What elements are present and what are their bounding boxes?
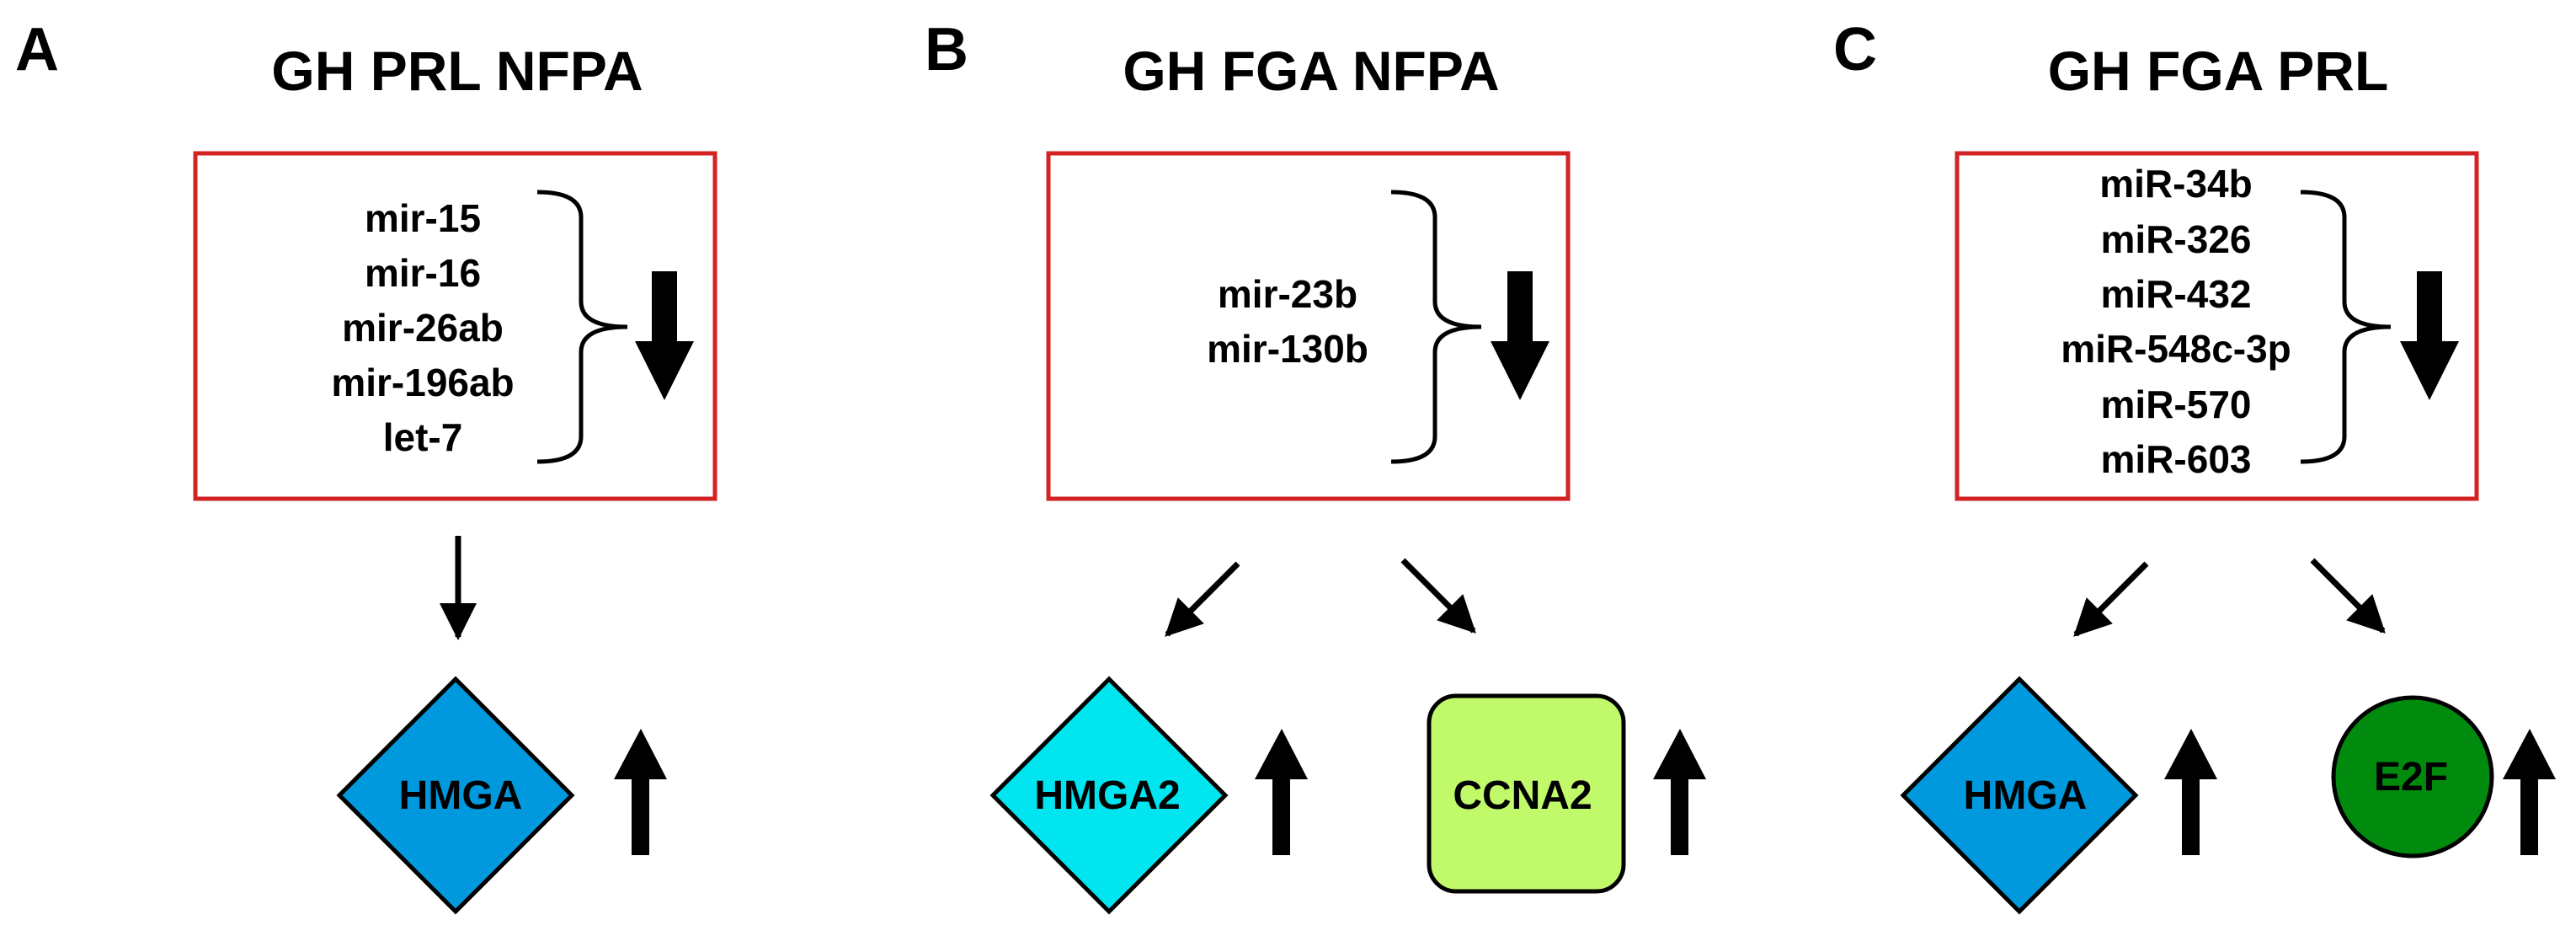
mirna-box — [1046, 151, 1571, 501]
target-node-rounded-rect — [1427, 693, 1626, 894]
panel-letter: C — [1833, 16, 1877, 83]
panel-title: GH PRL NFPA — [271, 40, 643, 102]
arrow-down-icon — [2400, 271, 2459, 400]
mirna-label: miR-570 — [2101, 382, 2252, 426]
mirna-label: miR-34b — [2099, 162, 2252, 206]
mirna-label: mir-23b — [1218, 272, 1357, 316]
connector-arrow — [2073, 561, 2149, 637]
brace-icon — [1390, 190, 1482, 464]
target-label: CCNA2 — [1453, 773, 1592, 818]
target-node-diamond — [336, 676, 575, 915]
connector-arrow — [1400, 558, 1476, 634]
arrow-down-icon — [1491, 271, 1549, 400]
target-label: HMGA — [1964, 773, 2088, 818]
arrow-down-icon — [635, 271, 694, 400]
mirna-label: miR-432 — [2101, 272, 2252, 316]
mirna-label: let-7 — [383, 415, 463, 459]
mirna-label: miR-326 — [2101, 217, 2252, 261]
target-label: HMGA — [399, 773, 523, 818]
panel-title: GH FGA PRL — [2048, 40, 2389, 102]
mirna-label: mir-196ab — [331, 361, 514, 404]
panel-letter: B — [925, 16, 968, 83]
mirna-list: miR-34b miR-326 miR-432 miR-548c-3p miR-… — [2061, 162, 2291, 481]
arrow-up-icon — [2503, 729, 2556, 855]
mirna-list: mir-15 mir-16 mir-26ab mir-196ab let-7 — [331, 196, 514, 459]
target-node-diamond — [989, 676, 1229, 915]
arrow-up-icon — [2164, 729, 2217, 855]
arrow-up-icon — [1255, 729, 1308, 855]
mirna-box — [1955, 151, 2479, 501]
panel-title: GH FGA NFPA — [1123, 40, 1499, 102]
mirna-label: miR-548c-3p — [2061, 327, 2291, 371]
mirna-label: mir-15 — [365, 196, 481, 240]
target-label: HMGA2 — [1034, 773, 1180, 818]
mirna-label: mir-26ab — [342, 306, 504, 350]
panel-a: A GH PRL NFPA mir-15 mir-16 mir-26ab mir… — [15, 16, 717, 915]
mirna-label: miR-603 — [2101, 437, 2252, 481]
panel-letter: A — [15, 16, 59, 83]
panel-b: B GH FGA NFPA mir-23b mir-130b HMGA2 CCN… — [925, 16, 1706, 915]
mirna-label: mir-130b — [1207, 327, 1368, 371]
panel-c: C GH FGA PRL miR-34b miR-326 miR-432 miR… — [1833, 16, 2556, 915]
mirna-box — [193, 151, 717, 501]
connector-arrow — [1165, 561, 1240, 637]
target-node-circle — [2331, 695, 2494, 858]
target-label: E2F — [2374, 755, 2448, 800]
mirna-label: mir-16 — [365, 251, 481, 295]
arrow-up-icon — [614, 729, 667, 855]
arrow-up-icon — [1653, 729, 1706, 855]
mirna-list: mir-23b mir-130b — [1207, 272, 1368, 371]
target-node-diamond — [1900, 676, 2139, 915]
brace-icon — [536, 190, 628, 464]
brace-icon — [2300, 190, 2392, 464]
connector-arrow — [2310, 558, 2386, 634]
